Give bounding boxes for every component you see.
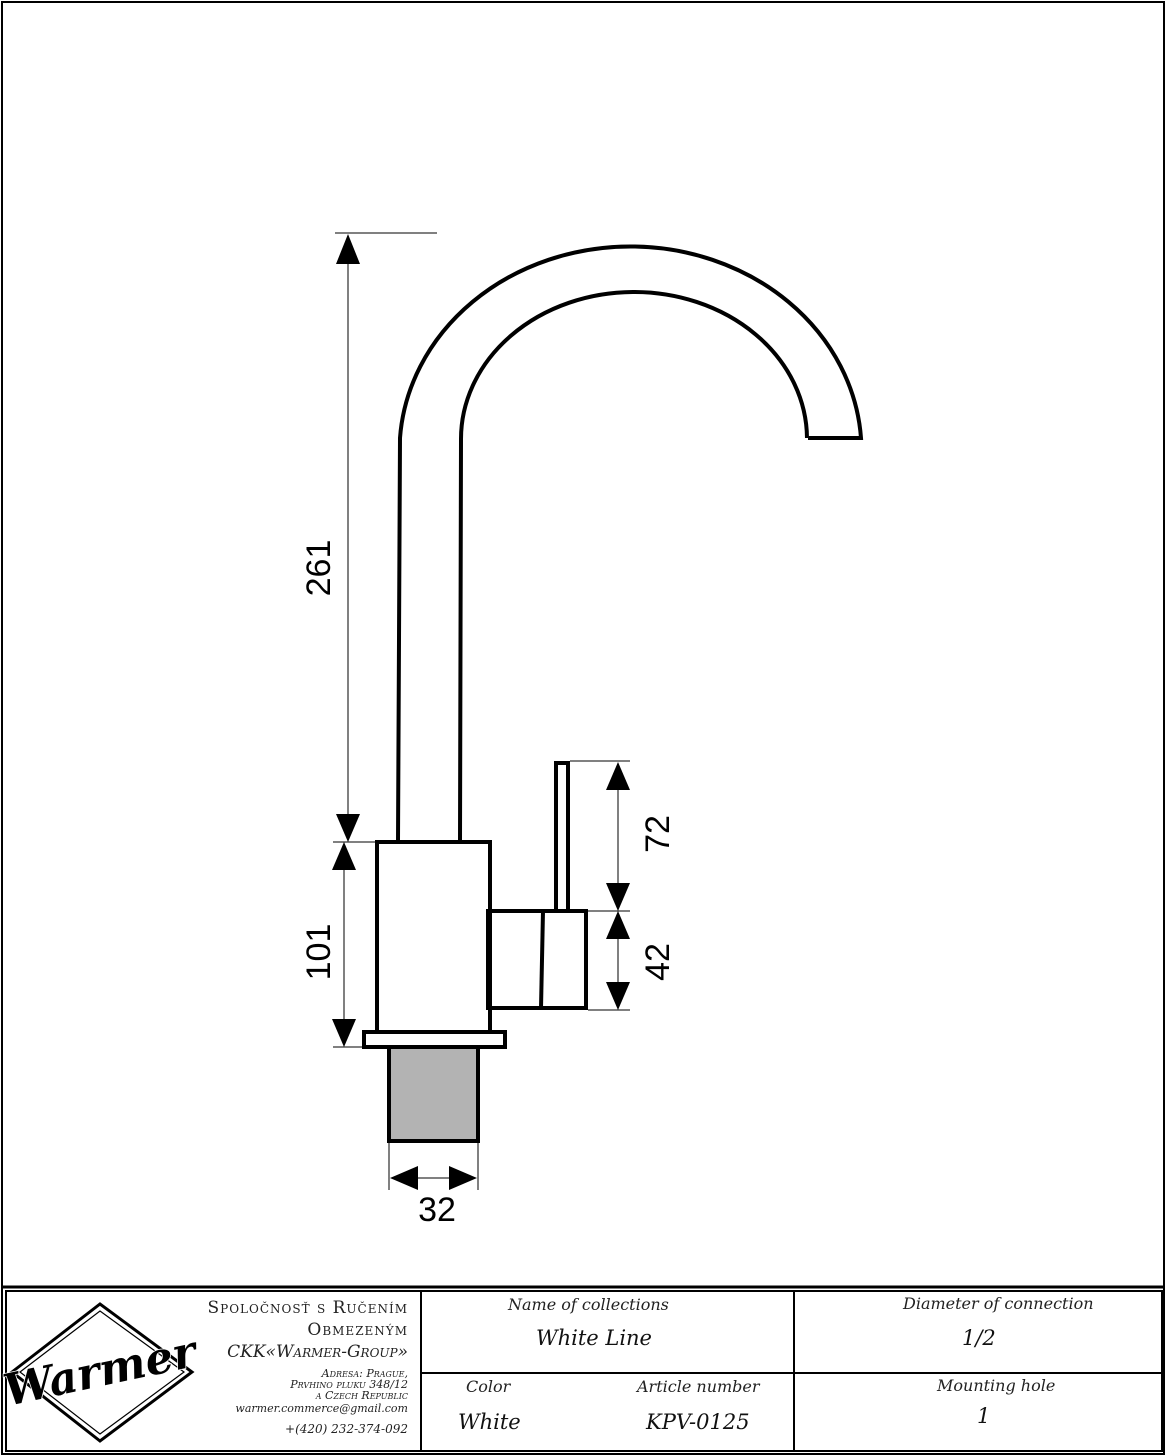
- faucet-drawing: [362, 244, 864, 1049]
- dim-72-label: 72: [639, 815, 677, 853]
- company-info: Spoločnosť s Ručením Obmezeným CKK«Warme…: [190, 1296, 408, 1446]
- dimension-lines: [333, 232, 630, 1190]
- color-label: Color: [466, 1377, 511, 1396]
- lever-cap: [539, 910, 545, 1009]
- dim-101-label: 101: [300, 924, 338, 981]
- company-address2: Prvhino pluku 348/12: [290, 1378, 408, 1391]
- connection-label: Diameter of connection: [903, 1294, 1094, 1313]
- dim-42-label: 42: [639, 943, 677, 981]
- logo-diamond: [9, 1302, 195, 1443]
- title-block: Spoločnosť s Ručením Obmezeným CKK«Warme…: [0, 1286, 1166, 1456]
- collection-label: Name of collections: [508, 1295, 669, 1314]
- spout-outer: [396, 244, 864, 842]
- dim-32-label: 32: [418, 1191, 456, 1229]
- mounting-label: Mounting hole: [937, 1376, 1056, 1395]
- faucet-body: [375, 840, 492, 1034]
- title-block-grid: [2, 1285, 1164, 1452]
- connection-value: 1/2: [962, 1326, 996, 1350]
- article-label: Article number: [637, 1377, 760, 1396]
- mounting-shank: [387, 1045, 480, 1143]
- company-name-line3: CKK«Warmer-Group»: [227, 1342, 408, 1362]
- company-phone: +(420) 232-374-092: [285, 1422, 408, 1436]
- company-name-line1: Spoločnosť s Ručením: [207, 1298, 408, 1318]
- collection-value: White Line: [536, 1326, 652, 1350]
- company-address1: Adresa: Prague,: [321, 1367, 408, 1380]
- color-value: White: [458, 1410, 521, 1434]
- article-value: KPV-0125: [646, 1410, 750, 1434]
- dimension-arrows: [332, 234, 630, 1190]
- company-name-line2: Obmezeným: [307, 1320, 408, 1340]
- lever-block: [486, 909, 588, 1010]
- handle-stem: [554, 761, 570, 913]
- company-address3: a Czech Republic: [315, 1389, 408, 1402]
- spout-inner: [458, 290, 809, 842]
- company-email: warmer.commerce@gmail.com: [235, 1402, 408, 1415]
- mounting-value: 1: [977, 1404, 991, 1428]
- dim-261-label: 261: [300, 540, 338, 597]
- base-flange: [362, 1030, 507, 1049]
